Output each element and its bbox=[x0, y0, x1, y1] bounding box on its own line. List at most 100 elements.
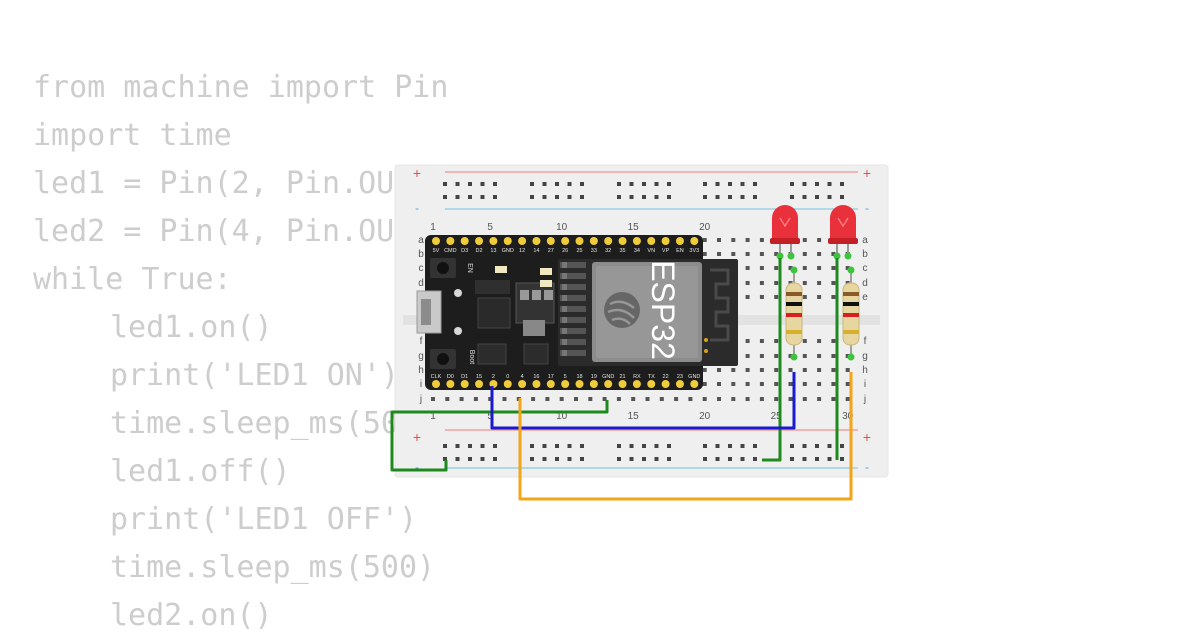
pin-label-top: 35 bbox=[619, 248, 625, 254]
mount-hole bbox=[454, 289, 462, 297]
pin-label-top: CMD bbox=[444, 248, 457, 254]
header-pin bbox=[489, 237, 498, 245]
header-pin bbox=[518, 237, 527, 245]
pin-label-top: D3 bbox=[461, 248, 468, 254]
resistor-1[interactable] bbox=[785, 270, 803, 357]
pin-label-bottom: RX bbox=[633, 374, 641, 380]
esp32-module-label: ESP32 bbox=[645, 260, 681, 360]
header-pin bbox=[647, 380, 656, 388]
column-number-top: 10 bbox=[556, 222, 568, 233]
pin-label-top: 5V bbox=[433, 248, 440, 254]
row-letter-right: h bbox=[862, 365, 868, 376]
rail-minus-bottom-left: - bbox=[415, 460, 419, 474]
header-pin bbox=[604, 380, 613, 388]
esp32-board[interactable]: EN Boot ESP32 3V3ENVPVN34353233252627141… bbox=[416, 235, 738, 390]
pin-label-bottom: 16 bbox=[533, 374, 539, 380]
header-pin bbox=[575, 380, 584, 388]
header-pin bbox=[460, 237, 469, 245]
header-pin bbox=[518, 380, 527, 388]
row-letter-right: f bbox=[864, 336, 867, 347]
rail-plus-top-right: + bbox=[863, 165, 871, 181]
row-letter-left: c bbox=[419, 263, 424, 274]
pin-label-bottom: D1 bbox=[461, 374, 468, 380]
header-pins: 3V3ENVPVN343532332526271412GND13D2D3CMD5… bbox=[431, 237, 700, 388]
pin-label-top: VN bbox=[647, 248, 655, 254]
row-letter-right: c bbox=[863, 263, 868, 274]
pin-label-bottom: 19 bbox=[591, 374, 597, 380]
pin-label-bottom: D0 bbox=[447, 374, 454, 380]
row-letter-right: i bbox=[864, 379, 866, 390]
pin-label-bottom: 23 bbox=[677, 374, 683, 380]
header-pin bbox=[432, 380, 440, 388]
pin-label-top: 27 bbox=[548, 248, 554, 254]
rail-minus-top-right: - bbox=[865, 201, 869, 215]
header-pin bbox=[647, 237, 656, 245]
pin-label-bottom: 4 bbox=[521, 374, 524, 380]
regulator bbox=[515, 282, 555, 324]
pin-label-bottom: GND bbox=[688, 374, 700, 380]
header-pin bbox=[432, 237, 440, 245]
wire-gnd-green[interactable] bbox=[390, 400, 609, 472]
column-number-top: 15 bbox=[628, 222, 640, 233]
pin-label-top: 3V3 bbox=[689, 248, 699, 254]
pin-label-bottom: 5 bbox=[564, 374, 567, 380]
code-line: led2.on() bbox=[110, 598, 273, 633]
header-pin bbox=[632, 380, 641, 388]
header-pin bbox=[690, 380, 699, 388]
row-letter-left: b bbox=[418, 249, 424, 260]
column-number-bottom: 1 bbox=[430, 411, 436, 422]
header-pin bbox=[475, 237, 484, 245]
header-pin bbox=[632, 237, 641, 245]
pin-label-bottom: 0 bbox=[506, 374, 509, 380]
antenna-trace bbox=[710, 268, 730, 342]
pin-label-top: 26 bbox=[562, 248, 568, 254]
breadboard-labels: 15101520151015202530abcdefghijabcdefghij bbox=[418, 222, 868, 422]
pin-label-bottom: TX bbox=[648, 374, 655, 380]
header-pin bbox=[618, 237, 627, 245]
row-letter-right: j bbox=[863, 394, 866, 405]
rail-plus-bottom-right: + bbox=[863, 429, 871, 445]
wire-gpio2-blue[interactable] bbox=[490, 372, 796, 430]
header-pin bbox=[532, 380, 541, 388]
code-line: led1.on() bbox=[110, 310, 273, 345]
row-letter-left: f bbox=[420, 336, 423, 347]
led-1[interactable] bbox=[770, 205, 800, 256]
code-line: print('LED1 OFF') bbox=[110, 502, 418, 537]
row-letter-left: j bbox=[419, 394, 422, 405]
pin-label-top: EN bbox=[676, 248, 684, 254]
wire-led1-cathode-green[interactable] bbox=[762, 258, 782, 462]
header-pin bbox=[503, 380, 512, 388]
header-pin bbox=[460, 380, 469, 388]
module-pads bbox=[560, 262, 586, 356]
wire-gpio4-orange[interactable] bbox=[518, 372, 853, 501]
header-pin bbox=[661, 380, 670, 388]
column-number-bottom: 15 bbox=[628, 411, 640, 422]
code-line: time.sleep_ms(500) bbox=[110, 406, 436, 441]
rail-minus-top-left: - bbox=[415, 201, 419, 215]
rail-minus-bottom-right: - bbox=[865, 460, 869, 474]
header-pin bbox=[446, 237, 455, 245]
boot-button-label: Boot bbox=[468, 350, 475, 364]
code-line: print('LED1 ON') bbox=[110, 358, 399, 393]
pin-label-top: 33 bbox=[591, 248, 597, 254]
resistor-2[interactable] bbox=[842, 270, 860, 357]
row-letter-left: a bbox=[418, 235, 424, 246]
pin-label-top: GND bbox=[502, 248, 514, 254]
code-line: import time bbox=[33, 118, 232, 153]
header-pin bbox=[546, 237, 555, 245]
header-pin bbox=[561, 237, 570, 245]
led-2[interactable] bbox=[828, 205, 858, 256]
header-pin bbox=[589, 380, 598, 388]
pin-label-top: 34 bbox=[634, 248, 640, 254]
pin-label-top: 14 bbox=[533, 248, 539, 254]
header-pin bbox=[575, 237, 584, 245]
header-pin bbox=[604, 237, 613, 245]
column-number-bottom: 20 bbox=[699, 411, 711, 422]
pin-label-top: 32 bbox=[605, 248, 611, 254]
row-letter-right: d bbox=[862, 278, 868, 289]
column-number-top: 5 bbox=[487, 222, 493, 233]
pin-label-top: 12 bbox=[519, 248, 525, 254]
pin-label-top: VP bbox=[662, 248, 670, 254]
row-letter-left: h bbox=[418, 365, 424, 376]
